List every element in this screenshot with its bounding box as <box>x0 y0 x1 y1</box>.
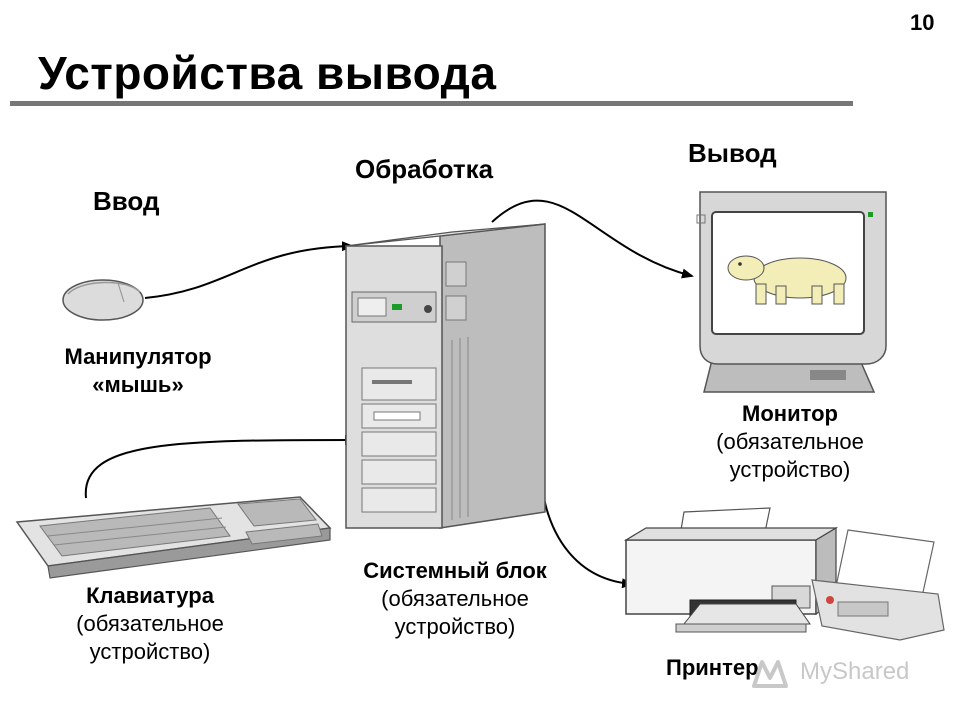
monitor-label-note-line1: (обязательное <box>716 429 864 454</box>
watermark-logo-icon <box>752 660 788 688</box>
keyboard-label: Клавиатура (обязательное устройство) <box>40 582 260 666</box>
mouse-icon <box>62 279 144 321</box>
keyboard-label-note-line1: (обязательное <box>76 611 224 636</box>
printer-icon <box>623 507 839 633</box>
system-unit-label-note-line1: (обязательное <box>381 586 529 611</box>
printer-label: Принтер <box>666 655 759 680</box>
title-underline <box>10 101 853 106</box>
monitor-label-note-line2: устройство) <box>729 457 851 482</box>
mouse-connector-arrow <box>144 241 354 299</box>
keyboard-connector-arrow <box>84 435 357 499</box>
stage-input-heading: Ввод <box>93 186 160 216</box>
mouse-label-line2: «мышь» <box>92 372 184 397</box>
keyboard-label-note-line2: устройство) <box>89 639 211 664</box>
monitor-label-name: Монитор <box>742 401 838 426</box>
monitor-label: Монитор (обязательное устройство) <box>680 400 900 484</box>
keyboard-label-name: Клавиатура <box>86 583 214 608</box>
stage-processing-heading: Обработка <box>355 154 494 184</box>
watermark: MyShared <box>748 656 909 695</box>
secondary-printer-icon <box>811 529 945 641</box>
mouse-label: Манипулятор «мышь» <box>38 343 238 399</box>
monitor-connector-arrow <box>491 199 694 279</box>
watermark-text: MyShared <box>800 658 910 685</box>
mouse-label-line1: Манипулятор <box>64 344 212 369</box>
page-number: 10 <box>910 10 935 35</box>
system-unit-label-note-line2: устройство) <box>394 614 516 639</box>
monitor-icon <box>696 191 887 393</box>
polar-bear-icon <box>727 255 847 305</box>
stage-output-heading: Вывод <box>688 138 777 168</box>
slide-title: Устройства вывода <box>38 47 497 99</box>
system-unit-label: Системный блок (обязательное устройство) <box>330 557 580 641</box>
system-unit-label-name: Системный блок <box>363 558 547 583</box>
keyboard-icon <box>15 496 332 579</box>
system-unit-icon <box>345 223 546 529</box>
